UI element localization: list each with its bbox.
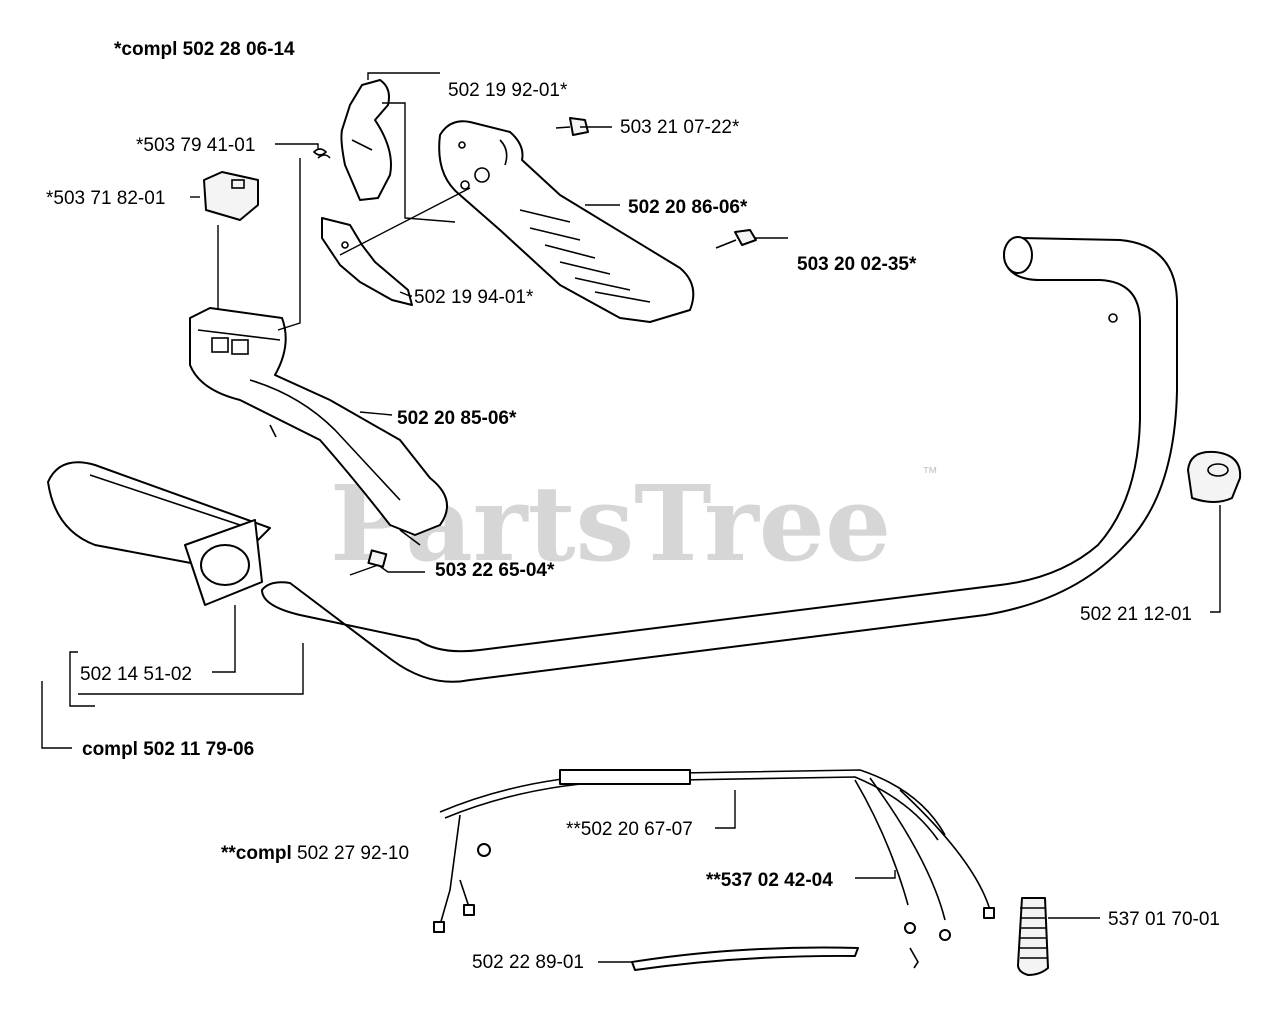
label-503-20-02-35: 503 20 02-35* — [797, 254, 917, 275]
spring-part — [312, 148, 331, 159]
label-502-14-51-02: 502 14 51-02 — [80, 664, 192, 685]
label-537-01-70-01: 537 01 70-01 — [1108, 909, 1220, 930]
label-502-21-12-01: 502 21 12-01 — [1080, 604, 1192, 625]
protective-sleeve — [631, 946, 859, 971]
label-502-20-67-07: **502 20 67-07 — [566, 819, 693, 840]
label-503-21-07-22: 503 21 07-22* — [620, 117, 740, 138]
label-502-20-85-06: 502 20 85-06* — [397, 408, 517, 429]
handle-half-cover — [438, 120, 695, 323]
label-compl-502-28-06-14: *compl 502 28 06-14 — [114, 39, 295, 60]
throttle-lockout — [321, 217, 413, 306]
leader-lines — [41, 72, 1221, 963]
label-537-02-42-04: **537 02 42-04 — [706, 870, 833, 891]
label-502-19-92-01: 502 19 92-01* — [448, 80, 568, 101]
label-502-20-86-06: 502 20 86-06* — [628, 197, 748, 218]
label-503-71-82-01: *503 71 82-01 — [46, 188, 165, 209]
label-502-22-89-01: 502 22 89-01 — [472, 952, 584, 973]
label-503-22-65-04: 503 22 65-04* — [435, 560, 555, 581]
label-compl-502-27-92-10: **compl 502 27 92-10 — [221, 843, 409, 864]
stop-switch — [203, 171, 259, 221]
spark-plug-boot — [1017, 897, 1049, 976]
label-compl-502-11-79-06: compl 502 11 79-06 — [82, 739, 254, 760]
watermark-trademark: ™ — [922, 465, 938, 482]
handlebar-clamp — [1187, 450, 1242, 503]
label-503-79-41-01: *503 79 41-01 — [136, 135, 255, 156]
wiring-harness — [433, 769, 995, 969]
grip — [47, 461, 271, 606]
throttle-trigger — [340, 79, 392, 201]
handlebar-tube — [261, 236, 1178, 683]
throttle-handle-housing — [189, 307, 449, 546]
nut-part — [367, 549, 388, 568]
screw-503-20-02-35 — [715, 229, 757, 249]
label-502-19-94-01: 502 19 94-01* — [414, 287, 534, 308]
screw-503-21-07-22 — [555, 117, 589, 136]
